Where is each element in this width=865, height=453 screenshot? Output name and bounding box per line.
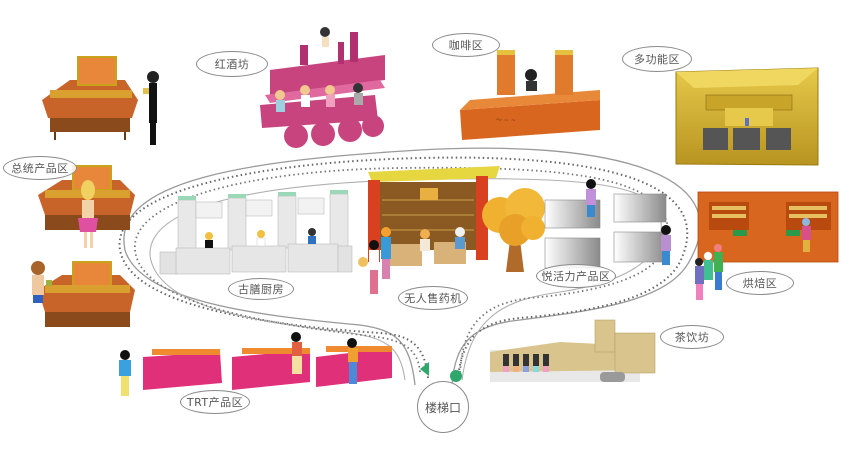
ancient-kitchen <box>159 190 353 275</box>
svg-text:〜 ~ ~: 〜 ~ ~ <box>496 117 516 124</box>
route-dot-marker-icon <box>450 370 462 382</box>
zone-label-vending: 无人售药机 <box>398 286 468 310</box>
shopper-figure <box>78 180 98 248</box>
zone-label-vitality-products: 悦活力产品区 <box>536 264 616 288</box>
multi-function-hall <box>675 67 819 166</box>
shopper-group <box>358 227 391 294</box>
stairway-entrance-label: 楼梯口 <box>417 381 469 433</box>
vitality-products-cabinets <box>544 179 671 269</box>
zone-label-general-products: 总统产品区 <box>3 156 77 180</box>
vending-booth <box>368 166 500 266</box>
general-products-display-bottom <box>38 261 135 327</box>
zone-label-coffee: 咖啡区 <box>432 33 500 57</box>
coffee-counter: 〜 ~ ~ <box>460 50 600 140</box>
zone-label-bakery: 烘焙区 <box>726 271 794 295</box>
zone-label-multi-function: 多功能区 <box>622 46 692 72</box>
route-arrow-marker-icon <box>420 362 429 376</box>
shopper-figures <box>119 332 358 396</box>
tea-house <box>490 319 656 382</box>
zone-label-red-wine: 红酒坊 <box>196 51 268 77</box>
shopper-figure <box>31 261 52 303</box>
zone-label-ancient-kitchen: 古膳厨房 <box>228 278 294 300</box>
route-outer-dotted-line <box>118 156 689 379</box>
queue-figures <box>695 244 723 300</box>
zone-label-tea: 茶饮坊 <box>660 325 724 349</box>
general-products-display-top <box>42 56 138 140</box>
shopper-figure <box>143 71 159 145</box>
zone-label-trt-products: TRT产品区 <box>180 390 250 414</box>
bakery-shop <box>697 191 839 263</box>
route-inner-dotted-line <box>134 166 669 373</box>
decorative-tree <box>482 188 545 272</box>
red-wine-bar <box>260 27 385 148</box>
